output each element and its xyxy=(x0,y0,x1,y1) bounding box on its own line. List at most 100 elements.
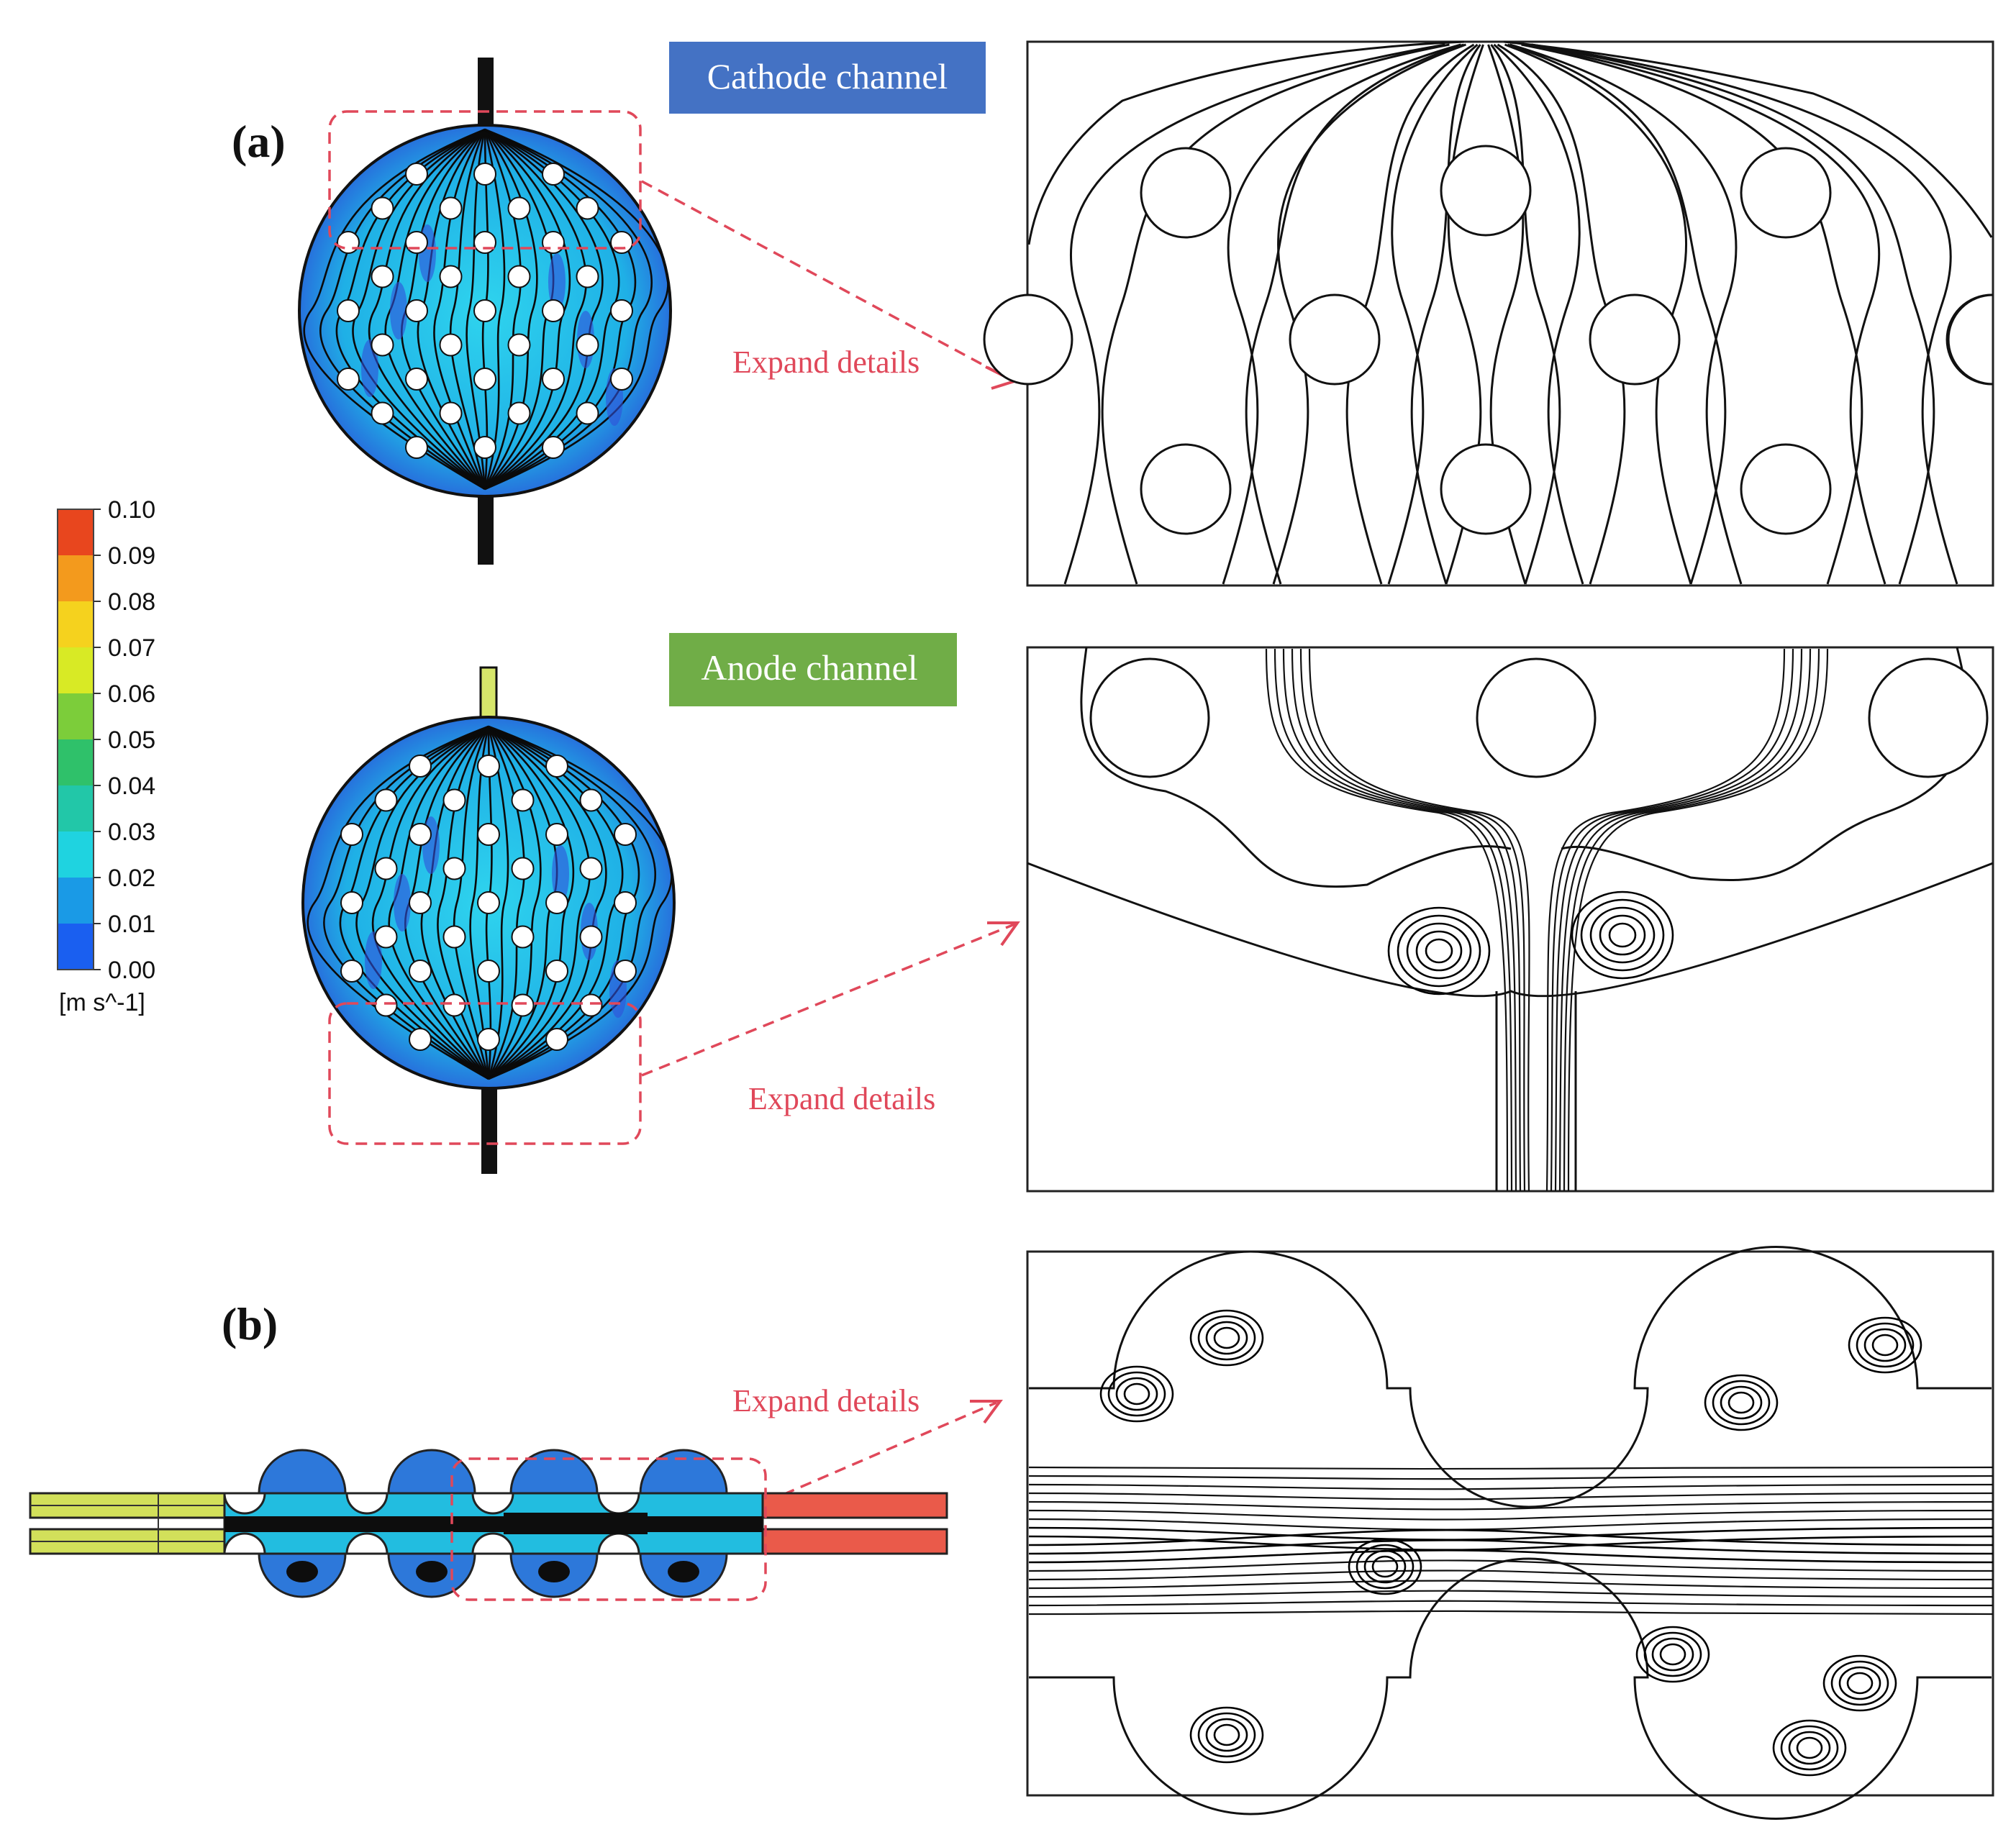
colorbar-swatch xyxy=(58,693,94,740)
side-vortex xyxy=(1788,1731,1831,1765)
anode-detail-view xyxy=(1026,646,1994,1193)
side-detail-streamline xyxy=(1028,1518,1994,1531)
anode-streamline xyxy=(371,725,489,1080)
anode-hole xyxy=(442,857,466,880)
anode-hole xyxy=(374,993,398,1017)
cathode-field-plot xyxy=(298,58,672,565)
colorbar-tick-label: 0.05 xyxy=(108,726,155,754)
anode-streamline xyxy=(469,726,490,1080)
side-vortex xyxy=(1205,1718,1248,1752)
anode-detail-streamline xyxy=(1291,648,1522,1192)
side-notch-bottom xyxy=(345,1532,389,1555)
expand-details-label-2: Expand details xyxy=(748,1081,935,1116)
side-vortex xyxy=(1213,1326,1240,1349)
anode-streamline xyxy=(488,725,591,1080)
cathode-detail-streamline xyxy=(1493,43,1584,585)
side-vortex xyxy=(1772,1719,1847,1777)
side-vortex xyxy=(1189,1706,1264,1764)
anode-detail-streamline xyxy=(1282,648,1517,1192)
anode-vortex xyxy=(1406,922,1472,980)
anode-detail-streamline xyxy=(1308,648,1530,1192)
side-detail-streamline xyxy=(1028,1483,1994,1490)
anode-detail-streamline xyxy=(1080,647,1512,888)
colorbar-tick-label: 0.08 xyxy=(108,588,155,616)
side-detail-streamline xyxy=(1028,1549,1994,1564)
cathode-hole xyxy=(473,299,496,322)
side-bump-top xyxy=(509,1449,599,1495)
cathode-hole xyxy=(337,231,360,254)
cathode-streamline xyxy=(368,128,486,490)
cathode-hole xyxy=(576,265,599,288)
anode-field-plot xyxy=(301,666,676,1174)
anode-hole xyxy=(442,788,466,812)
cathode-detail-streamline xyxy=(1504,43,1692,585)
side-detail-streamline xyxy=(1028,1590,1994,1598)
side-notch-bottom xyxy=(223,1532,266,1555)
anode-vortex xyxy=(1580,898,1665,972)
anode-vortex xyxy=(1415,930,1463,972)
side-vortex xyxy=(1197,1315,1256,1361)
side-vortex xyxy=(1796,1736,1823,1759)
cathode-streamline xyxy=(548,253,566,311)
side-bump-vortex xyxy=(538,1561,570,1582)
side-bump-vortex xyxy=(668,1561,699,1582)
side-section-field-plot xyxy=(29,1449,948,1598)
colorbar-tick-label: 0.00 xyxy=(108,957,155,984)
anode-hole xyxy=(511,857,535,880)
cathode-detail-streamline xyxy=(1272,43,1467,585)
expand-details-label-3: Expand details xyxy=(732,1383,920,1418)
side-vortex xyxy=(1856,1322,1915,1368)
cathode-hole xyxy=(542,299,565,322)
side-detail-streamline xyxy=(1028,1580,1994,1590)
anode-vortex xyxy=(1387,906,1491,995)
anode-hole xyxy=(579,993,603,1017)
side-vortex xyxy=(1115,1377,1158,1411)
anode-hole xyxy=(374,925,398,949)
panel-b-label: (b) xyxy=(222,1298,278,1349)
colorbar-tick-label: 0.09 xyxy=(108,542,155,570)
cathode-hole xyxy=(542,436,565,459)
side-vortex xyxy=(1659,1643,1686,1666)
side-vortex xyxy=(1189,1309,1264,1367)
cathode-hole xyxy=(371,333,394,357)
colorbar-swatch xyxy=(58,647,94,694)
colorbar-swatch xyxy=(58,878,94,924)
anode-vortex xyxy=(1608,922,1637,948)
anode-hole xyxy=(340,960,363,983)
cathode-detail-view xyxy=(983,40,1994,587)
anode-hole xyxy=(409,891,432,914)
anode-hole xyxy=(545,1028,568,1051)
anode-channel-label: Anode channel xyxy=(701,647,917,688)
anode-detail-streamline xyxy=(1273,648,1513,1192)
colorbar-tick-label: 0.02 xyxy=(108,865,155,892)
anode-hole xyxy=(614,823,637,846)
side-vortex xyxy=(1205,1321,1248,1355)
anode-detail-streamline xyxy=(1265,648,1509,1192)
cathode-hole xyxy=(507,401,531,425)
anode-vortex xyxy=(1589,906,1656,964)
anode-streamline xyxy=(365,931,382,989)
cathode-highlight-box xyxy=(328,110,642,250)
cathode-hole xyxy=(507,333,531,357)
side-vortex xyxy=(1635,1626,1710,1683)
anode-streamline xyxy=(552,845,569,903)
side-detail-streamline xyxy=(1028,1539,1994,1555)
anode-hole xyxy=(409,823,432,846)
anode-hole xyxy=(409,960,432,983)
anode-vortex xyxy=(1397,914,1481,988)
anode-hole xyxy=(442,993,466,1017)
side-detail-streamline xyxy=(1028,1559,1994,1572)
cathode-streamline xyxy=(390,282,407,340)
cathode-hole xyxy=(371,401,394,425)
colorbar-tick-label: 0.03 xyxy=(108,819,155,846)
cathode-hole xyxy=(507,196,531,220)
side-bump-vortex xyxy=(286,1561,318,1582)
side-bump-vortex xyxy=(416,1561,448,1582)
anode-hole xyxy=(477,755,500,778)
cathode-hole xyxy=(439,333,463,357)
expand-arrow-2: Expand details xyxy=(641,921,1020,1116)
cathode-hole xyxy=(405,163,428,186)
side-vortex xyxy=(1871,1334,1899,1357)
anode-vortex xyxy=(1571,890,1674,980)
